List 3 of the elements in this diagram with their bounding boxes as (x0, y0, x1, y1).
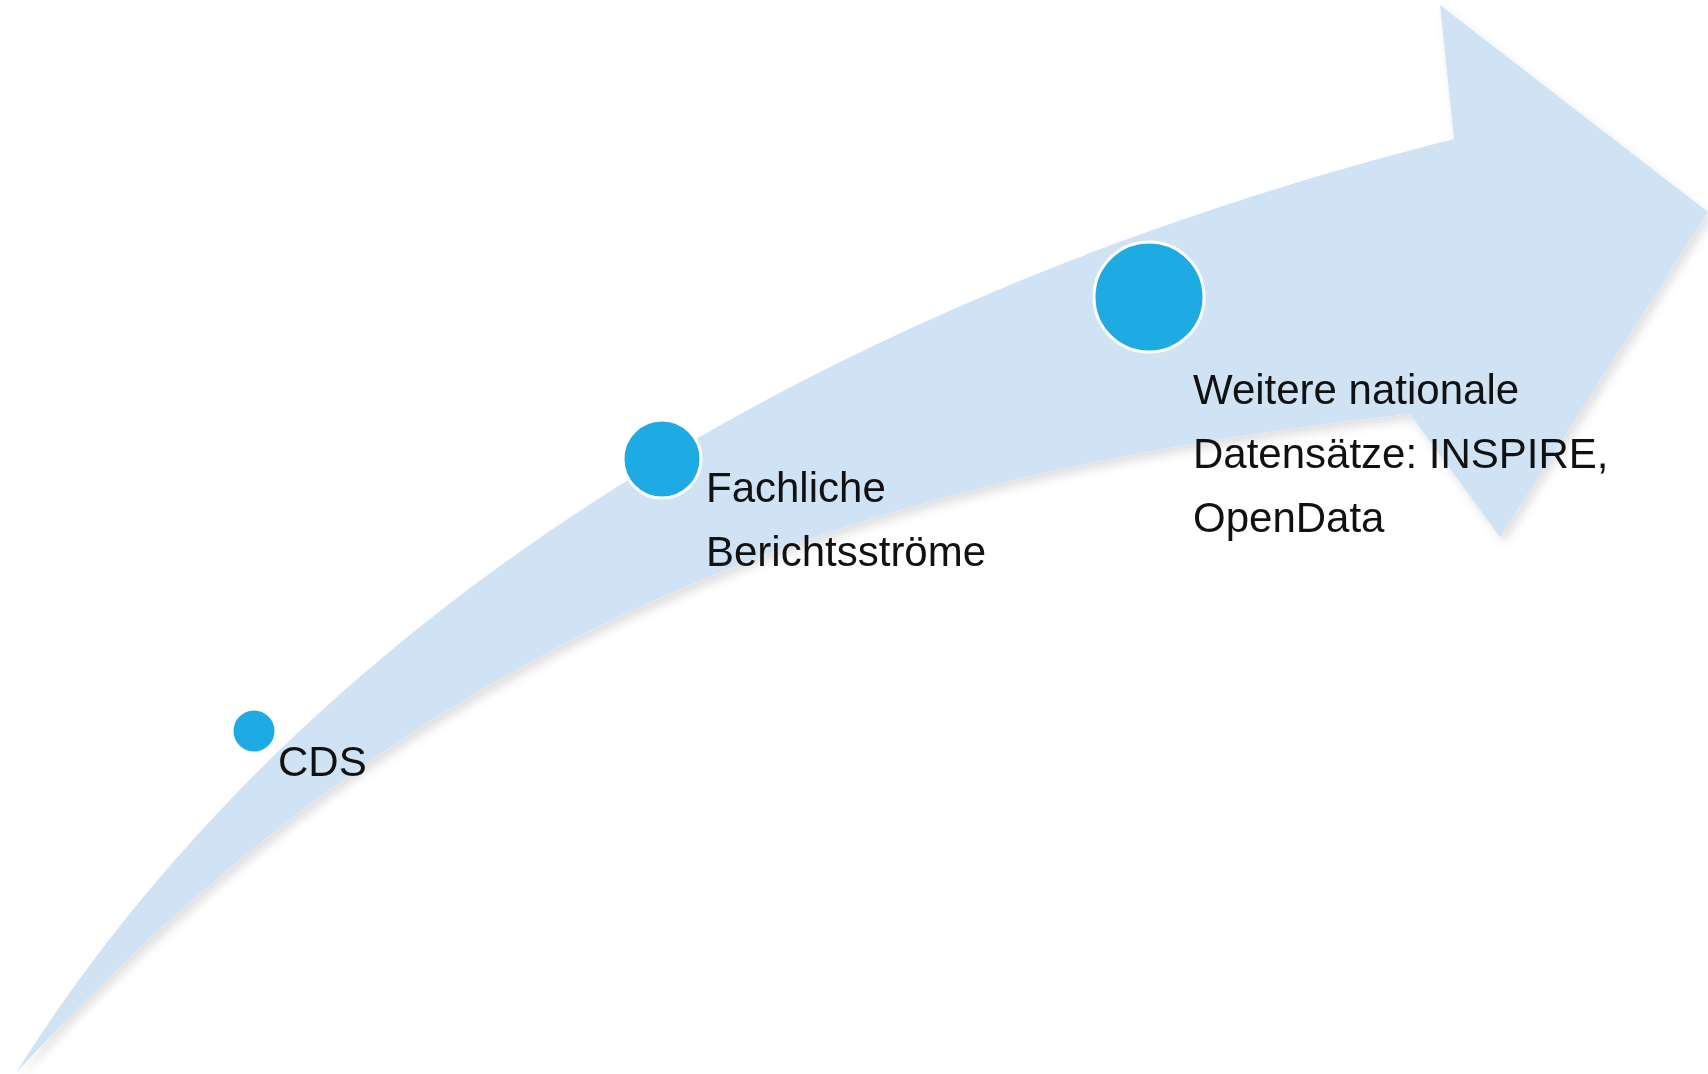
milestone-label: Weitere nationale Datensätze: INSPIRE, OpenData (1193, 365, 1610, 543)
milestone-label: Fachliche Berichtsströme (706, 463, 988, 577)
milestone-label: CDS (278, 737, 368, 787)
